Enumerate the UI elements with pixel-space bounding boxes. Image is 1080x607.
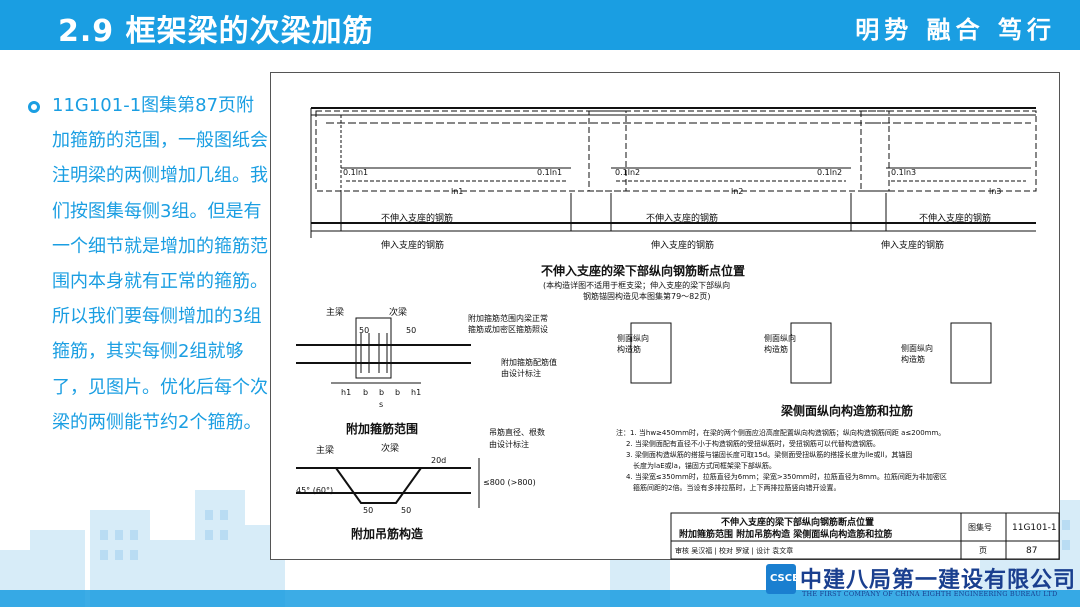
stirrup-note: 箍筋或加密区箍筋照设: [468, 324, 548, 334]
note-line: 4. 当梁宽≤350mm时，拉筋直径为6mm；梁宽>350mm时，拉筋直径为8m…: [626, 472, 947, 481]
side-bar-label: 构造筋: [901, 354, 925, 364]
side-bar-label: 侧面纵向: [901, 343, 933, 353]
body-text: 11G101-1图集第87页附加箍筋的范围，一般图纸会注明梁的两侧增加几组。我们…: [52, 95, 268, 433]
note-line: 长度为laE或la，锚固方式同框架梁下部纵筋。: [633, 461, 776, 470]
dim-label: 0.1ln1: [343, 168, 368, 177]
span-label: ln1: [451, 187, 463, 196]
note-line: 3. 梁侧面构造纵筋的搭接与锚固长度可取15d。梁侧面受扭纵筋的搭接长度为lle…: [626, 450, 912, 459]
dim-label: 0.1ln3: [891, 168, 916, 177]
company-name-cn: 中建八局第一建设有限公司: [800, 568, 1077, 593]
not-extend-label: 不伸入支座的钢筋: [381, 212, 453, 224]
b-label: b: [395, 388, 400, 397]
dim-label: 0.1ln2: [615, 168, 640, 177]
side-bar-label: 侧面纵向: [617, 333, 649, 343]
span-label: ln3: [989, 187, 1001, 196]
b-label: h1: [341, 388, 351, 397]
company-name-en: THE FIRST COMPANY OF CHINA EIGHTH ENGINE…: [802, 590, 1058, 598]
bullet-icon: [28, 101, 40, 113]
page-label: 页: [979, 546, 987, 555]
sign-row: 审核 吴汉福 | 校对 罗斌 | 设计 袁文章: [675, 546, 793, 555]
drawing-panel: 0.1ln1 0.1ln1 0.1ln2 0.1ln2 0.1ln3 ln1 l…: [270, 72, 1060, 560]
b-label: h1: [411, 388, 421, 397]
hanger-dim: ≤800 (>800): [483, 478, 536, 487]
span-label: ln2: [731, 187, 743, 196]
angle-label: 45° (60°): [296, 486, 333, 495]
section1-note: 钢筋锚固构造见本图集第79～82页): [583, 291, 710, 301]
dim-50: 50: [406, 326, 416, 335]
s-label: s: [379, 400, 383, 409]
stirrup-title: 附加箍筋范围: [346, 421, 418, 436]
page-number: 87: [1026, 546, 1037, 556]
main-beam-label: 主梁: [326, 306, 344, 318]
secondary-beam-label: 次梁: [381, 442, 399, 454]
side-bar-label: 构造筋: [617, 344, 641, 354]
side-bar-label: 构造筋: [764, 344, 788, 354]
section1-title: 不伸入支座的梁下部纵向钢筋断点位置: [541, 263, 745, 278]
header-bar: 2.9 框架梁的次梁加筋 明势 融合 笃行: [0, 0, 1080, 50]
hanger-note: 吊筋直径、根数: [489, 427, 545, 437]
dim-50: 50: [401, 506, 411, 515]
titleblock-line1: 不伸入支座的梁下部纵向钢筋断点位置: [721, 516, 874, 528]
company-logo: CSCEC 中建八局第一建设有限公司 THE FIRST COMPANY OF …: [766, 562, 1075, 602]
titleblock-line2: 附加箍筋范围 附加吊筋构造 梁侧面纵向构造筋和拉筋: [679, 528, 892, 540]
dim-label: 0.1ln1: [537, 168, 562, 177]
not-extend-label: 不伸入支座的钢筋: [646, 212, 718, 224]
extend-label: 伸入支座的钢筋: [651, 239, 714, 251]
logo-mark-text: CSCEC: [770, 573, 807, 584]
note-line: 注：1. 当hw≥450mm时，在梁的两个侧面应沿高度配置纵向构造钢筋；纵向构造…: [616, 428, 945, 437]
extend-label: 伸入支座的钢筋: [881, 239, 944, 251]
stirrup-note: 附加箍筋配筋值: [501, 357, 557, 367]
side-bar-label: 侧面纵向: [764, 333, 796, 343]
slogan: 明势 融合 笃行: [855, 15, 1056, 44]
not-extend-label: 不伸入支座的钢筋: [919, 212, 991, 224]
b-label: b: [379, 388, 384, 397]
stirrup-note: 由设计标注: [501, 368, 541, 378]
atlas-label: 图集号: [968, 522, 992, 532]
atlas-drawing: 0.1ln1 0.1ln1 0.1ln2 0.1ln2 0.1ln3 ln1 l…: [296, 107, 1060, 560]
hanger-note: 由设计标注: [489, 439, 529, 449]
section1-note: (本构造详图不适用于框支梁；伸入支座的梁下部纵向: [543, 280, 730, 290]
dim-50: 50: [363, 506, 373, 515]
hanger-title: 附加吊筋构造: [351, 526, 424, 541]
note-line: 2. 当梁侧面配有直径不小于构造钢筋的受扭纵筋时，受扭钢筋可以代替构造钢筋。: [626, 439, 880, 448]
page-title: 2.9 框架梁的次梁加筋: [58, 14, 374, 49]
note-line: 箍筋间距的2倍。当设有多排拉筋时，上下两排拉筋竖向错开设置。: [633, 483, 840, 492]
secondary-beam-label: 次梁: [389, 306, 407, 318]
b-label: b: [363, 388, 368, 397]
extend-label: 伸入支座的钢筋: [381, 239, 444, 251]
stirrup-note: 附加箍筋范围内梁正常: [468, 313, 548, 323]
cscec-logo-icon: CSCEC: [766, 564, 806, 594]
main-beam-label: 主梁: [316, 444, 334, 456]
dim-50: 50: [359, 326, 369, 335]
dim-label: 0.1ln2: [817, 168, 842, 177]
atlas-number: 11G101-1: [1012, 523, 1057, 533]
d20-label: 20d: [431, 456, 446, 465]
side-title: 梁侧面纵向构造筋和拉筋: [780, 403, 913, 418]
